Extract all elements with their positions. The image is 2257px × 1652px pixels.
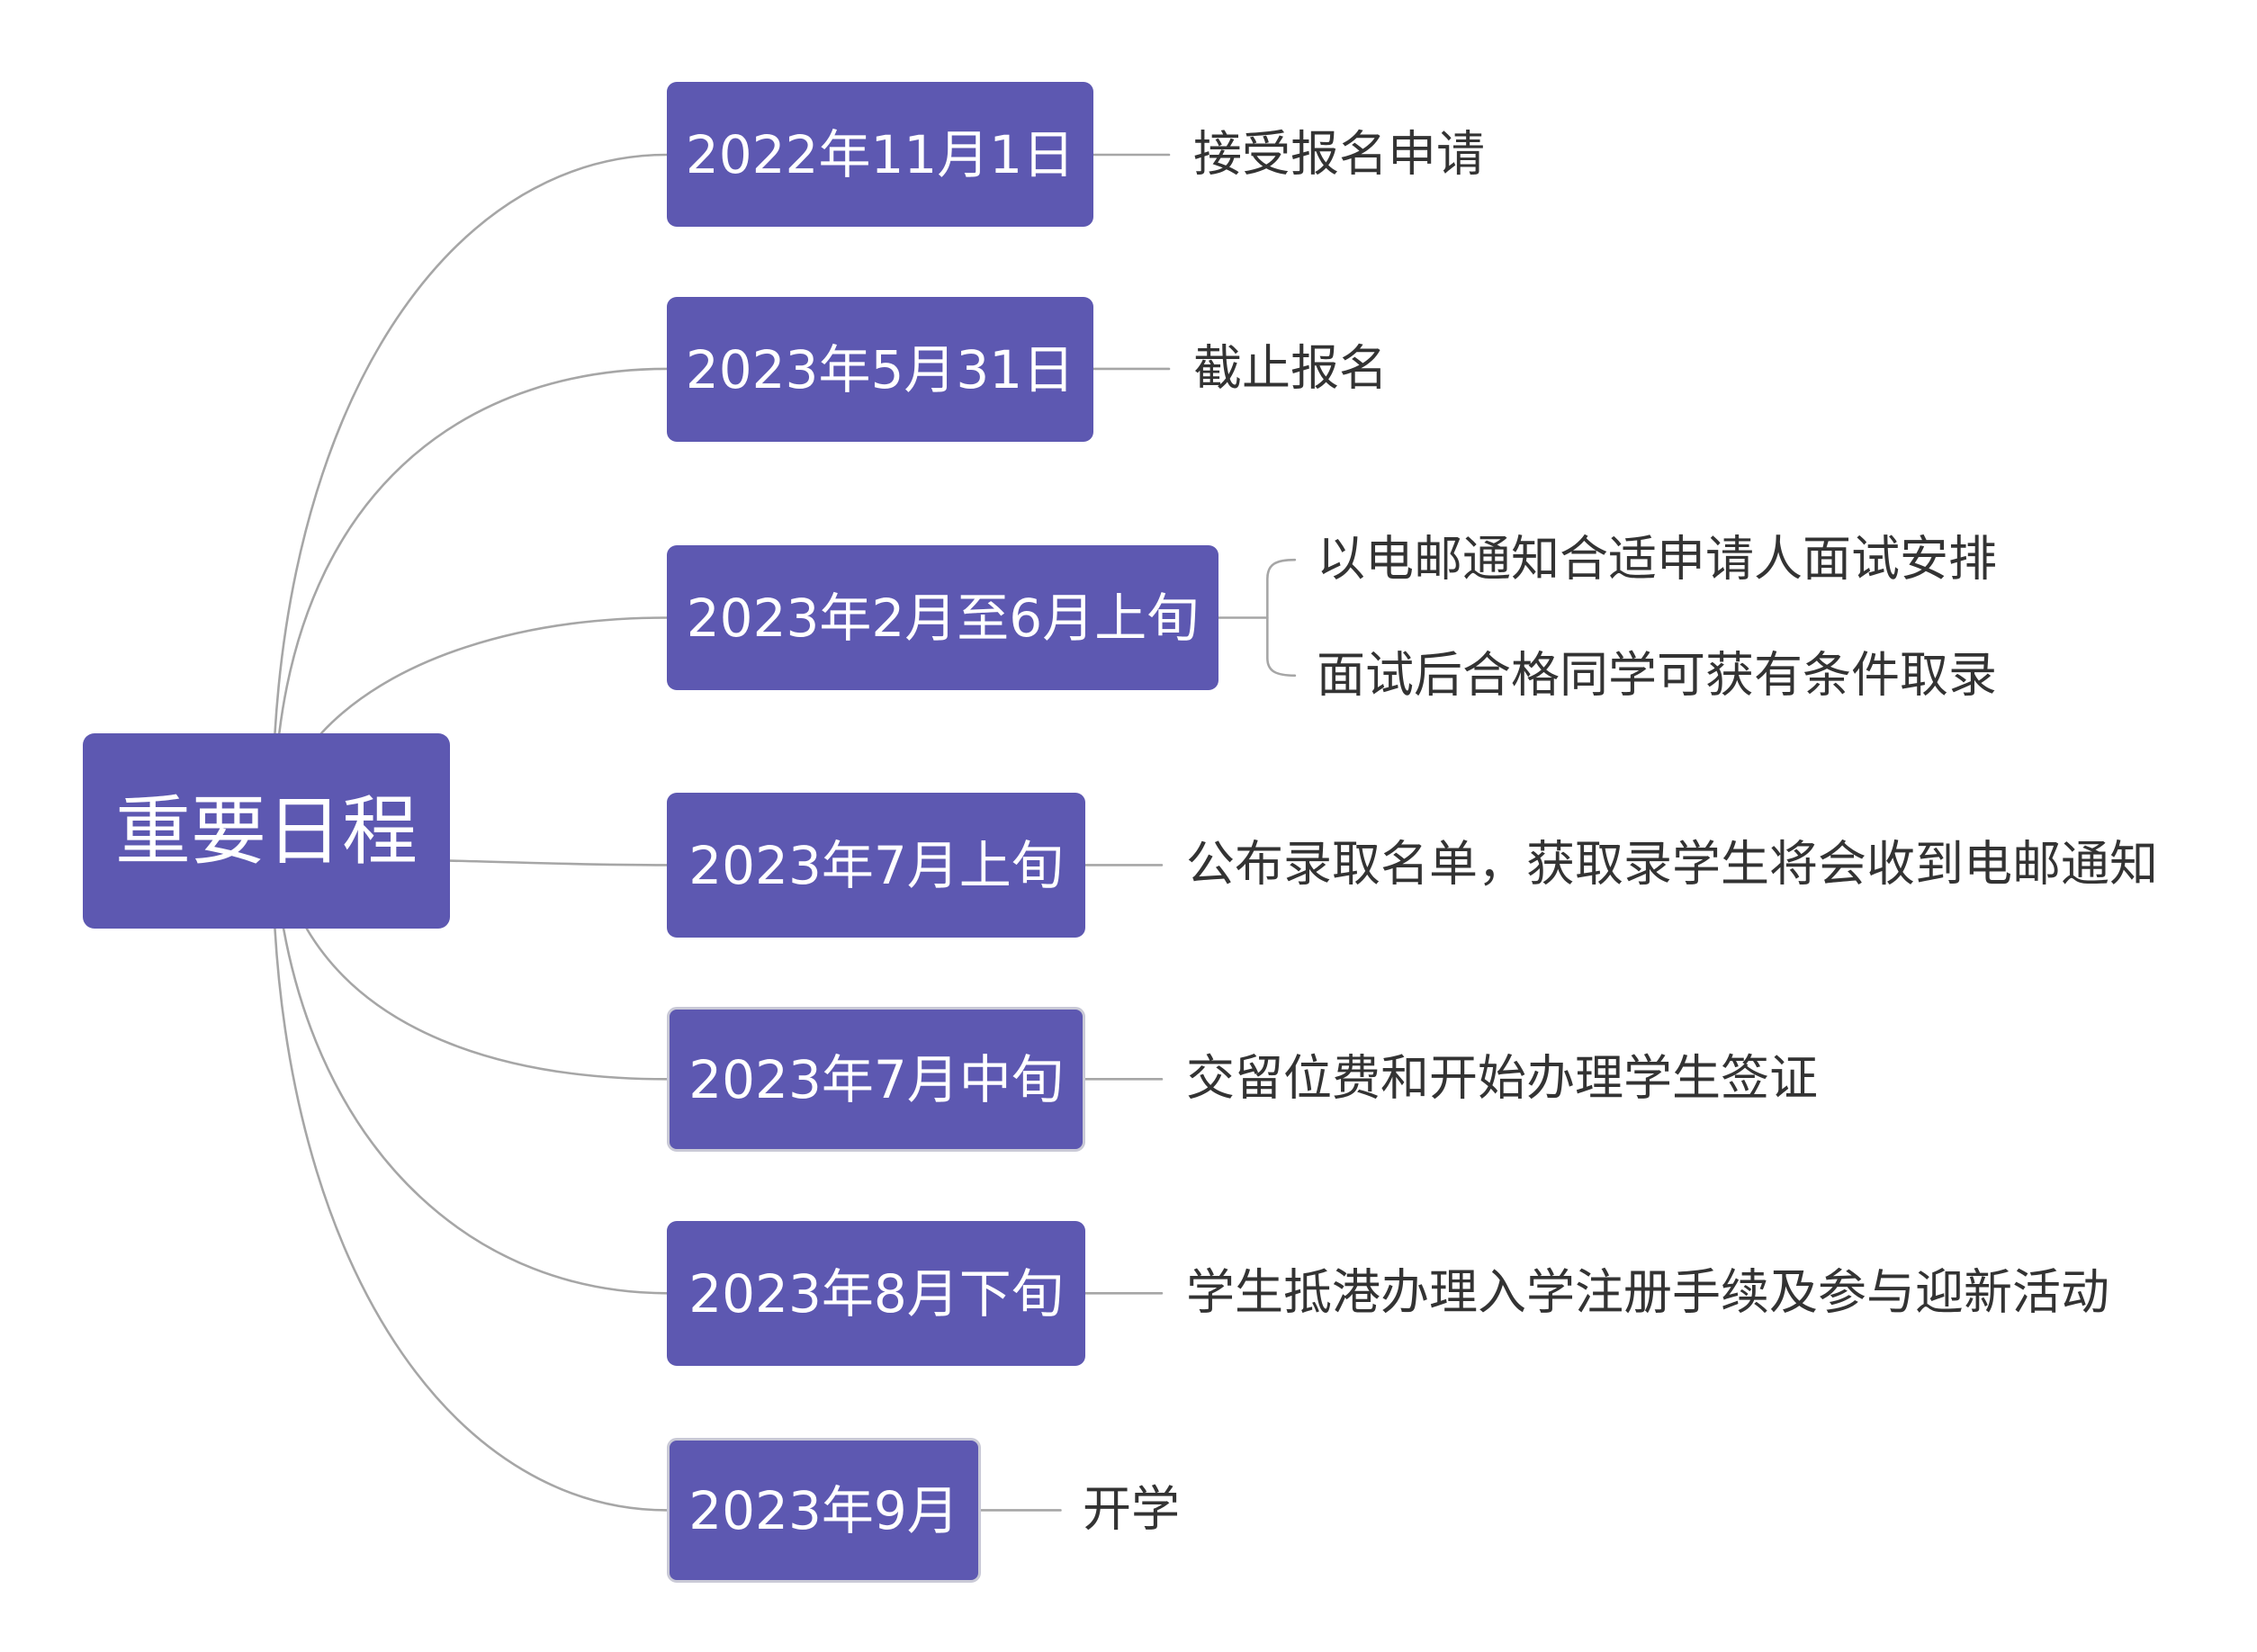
event-label-7: 开学: [1083, 1480, 1180, 1538]
date-node-label: 2023年2月至6月上旬: [686, 587, 1200, 649]
date-node-2: 2023年5月31日: [667, 297, 1093, 442]
date-node-1: 2022年11月1日: [667, 82, 1093, 227]
date-node-label: 2023年8月下旬: [688, 1262, 1064, 1324]
branch-connector-3: [319, 616, 669, 735]
date-node-label: 2023年7月中旬: [688, 1048, 1064, 1110]
branch-connector-2: [277, 367, 669, 735]
branch-connector-7: [274, 927, 669, 1512]
branch-connector-1: [274, 153, 669, 735]
event-label-5: 交留位费和开始办理学生签证: [1186, 1049, 1818, 1107]
branch-connector-5: [305, 927, 669, 1081]
event-label-3a: 以电邮通知合适申请人面试安排: [1317, 530, 1997, 588]
date-node-7: 2023年9月: [667, 1438, 981, 1583]
date-node-4: 2023年7月上旬: [667, 793, 1085, 938]
root-topic-label: 重要日程: [114, 786, 418, 875]
event-label-3b: 面试后合格同学可获有条件取录: [1317, 646, 1997, 704]
root-topic: 重要日程: [83, 733, 450, 929]
date-node-label: 2023年5月31日: [685, 338, 1075, 400]
date-node-6: 2023年8月下旬: [667, 1221, 1085, 1366]
date-node-label: 2023年7月上旬: [688, 834, 1064, 896]
date-node-label: 2023年9月: [688, 1479, 959, 1541]
date-node-label: 2022年11月1日: [685, 123, 1075, 185]
date-node-3: 2023年2月至6月上旬: [667, 545, 1218, 690]
leaf-bracket-3: [1266, 558, 1297, 678]
event-label-2: 截止报名: [1193, 339, 1388, 397]
branch-connector-4: [448, 859, 669, 866]
event-label-6: 学生抵港办理入学注册手续及参与迎新活动: [1186, 1263, 2109, 1321]
branch-connector-6: [282, 927, 669, 1295]
event-label-1: 接受报名申请: [1193, 125, 1485, 183]
date-node-5: 2023年7月中旬: [667, 1007, 1085, 1152]
event-label-4: 公布录取名单，获取录学生将会收到电邮通知: [1186, 835, 2158, 893]
